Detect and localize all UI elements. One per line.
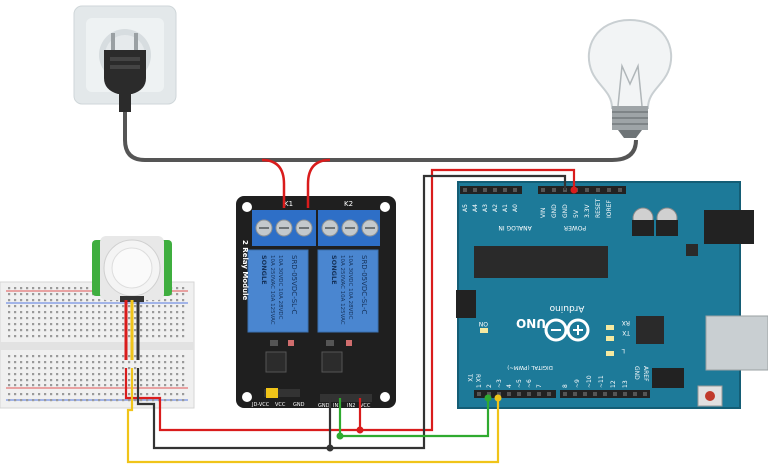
arduino-digital_low-4: ~5	[516, 379, 523, 388]
pin-label-vcc: VCC	[275, 402, 286, 408]
arduino-analog_pins-0: A5	[462, 204, 469, 212]
pin-label-in1: IN1	[333, 403, 341, 409]
relay-channel-1-label: K1	[284, 200, 293, 208]
arduino-digital_low-1: 2	[486, 384, 493, 388]
signal-wires	[124, 168, 576, 464]
pin-label-gnd: GND	[293, 402, 305, 408]
terminal-screw-3	[295, 219, 313, 237]
arduino-analog_pins-4: A1	[502, 204, 509, 212]
arduino-power_pins-1: GND	[551, 204, 558, 218]
arduino-digital-high-1: ~9	[574, 379, 581, 388]
relay-1-brand: SONGLE	[260, 255, 268, 285]
arduino-power_pins-0: VIN	[540, 208, 547, 218]
arduino-uno: UNO Arduino ON RX TX L ANALOG IN POWER D…	[456, 181, 768, 409]
aref-label: AREF	[642, 366, 649, 382]
analog-header	[460, 186, 522, 194]
arduino-power_pins-4: 3.3V	[584, 203, 591, 218]
relay-2-coil: SRD-05VDC-SL-C	[360, 255, 368, 314]
arduino-analog_pins-2: A3	[482, 204, 489, 212]
arduino-digital-high-0: 8	[562, 384, 569, 388]
terminal-screw-1	[255, 219, 273, 237]
relay-2-body	[317, 249, 379, 333]
mains-cable	[123, 112, 638, 162]
power-label: POWER	[564, 224, 586, 231]
rx-led-label: RX	[622, 319, 630, 326]
terminal-screw-6	[361, 219, 379, 237]
arduino-digital_low-3: 4	[506, 384, 513, 388]
pir-sensor	[92, 236, 172, 302]
power-jack	[704, 210, 754, 244]
wire-5v-red	[358, 168, 576, 432]
usb-port	[705, 315, 768, 371]
relay-channel-2-label: K2	[344, 200, 353, 208]
arduino-digital-high-4: 12	[610, 380, 617, 388]
relay-input-header	[320, 394, 372, 402]
tx-led-label: TX	[622, 329, 631, 336]
on-led-label: ON	[479, 320, 488, 327]
wire-gnd-black	[328, 174, 567, 450]
arduino-digital-high-5: 13	[622, 380, 629, 388]
arduino-power_pins-6: IOREF	[606, 200, 613, 218]
relay-2-brand: SONGLE	[330, 255, 338, 285]
terminal-screw-5	[341, 219, 359, 237]
arduino-digital_low-5: ~6	[526, 379, 533, 388]
arduino-digital-high-3: ~11	[598, 375, 605, 388]
pin-label-jd-vcc: JD-VCC	[251, 402, 270, 408]
pin-label-vcc-2: VCC	[360, 403, 371, 409]
arduino-digital_low-6: 7	[536, 384, 543, 388]
relay-2-spec-1: 10A 250VAC 10A 125VAC	[339, 255, 345, 325]
relay-module-title: 2 Relay Module	[241, 240, 249, 301]
arduino-brand-label: Arduino	[549, 303, 584, 313]
arduino-digital_low-0: 1	[476, 384, 483, 388]
rx-pin-label: RX	[474, 374, 481, 382]
digital-label: DIGITAL (PWM~)	[507, 364, 553, 370]
arduino-analog_pins-3: A2	[492, 204, 499, 212]
relay-1-spec-1: 10A 250VAC 10A 125VAC	[269, 255, 275, 325]
arduino-digital-high-2: ~10	[586, 375, 593, 388]
optocoupler-1	[265, 351, 287, 373]
relay-module: K1 K2 SONGLE 10A 250VAC 10A 125VAC 10A 3…	[236, 196, 396, 409]
arduino-power_pins-3: 5V	[573, 209, 580, 218]
terminal-screw-2	[275, 219, 293, 237]
arduino-analog_pins-1: A4	[472, 204, 479, 212]
analog-in-label: ANALOG IN	[498, 224, 531, 231]
optocoupler-2	[321, 351, 343, 373]
jumper-cap	[266, 388, 278, 398]
power-header	[538, 186, 626, 194]
mains-to-relay-wire	[261, 158, 331, 208]
terminal-screw-4	[321, 219, 339, 237]
relay-2-spec-2: 10A 30VDC 10A 28VDC	[347, 255, 353, 320]
microcontroller-chip	[474, 246, 608, 278]
arduino-power_pins-5: RESET	[595, 198, 602, 218]
gnd-top-label: GND	[633, 366, 640, 380]
relay-1-coil: SRD-05VDC-SL-C	[290, 255, 298, 314]
arduino-logo-icon	[544, 318, 590, 342]
arduino-analog_pins-5: A0	[512, 204, 519, 212]
wire-pir-yellow	[126, 368, 500, 464]
pir-leads	[124, 300, 140, 360]
arduino-model-label: UNO	[516, 316, 546, 330]
tx-pin-label: TX	[466, 373, 473, 382]
light-bulb-icon	[587, 18, 673, 138]
arduino-power_pins-2: GND	[562, 204, 569, 218]
wire-5v-breadboard-red	[124, 368, 360, 432]
relay-1-spec-2: 10A 30VDC 10A 28VDC	[277, 255, 283, 320]
icsp-header	[456, 290, 476, 318]
power-plug-icon	[104, 33, 146, 112]
pin-label-gnd-2: GND	[318, 403, 330, 409]
arduino-digital_low-2: ~3	[496, 379, 503, 388]
wire-gnd-breadboard-black	[136, 368, 330, 450]
breadboard	[0, 281, 195, 409]
digital-header-low	[474, 390, 556, 398]
wire-in1-green	[338, 398, 490, 438]
l-led-label: L	[621, 347, 625, 354]
pin-label-in2: IN2	[347, 403, 355, 409]
wire-endpoints	[326, 186, 578, 452]
relay-1-body	[247, 249, 309, 333]
